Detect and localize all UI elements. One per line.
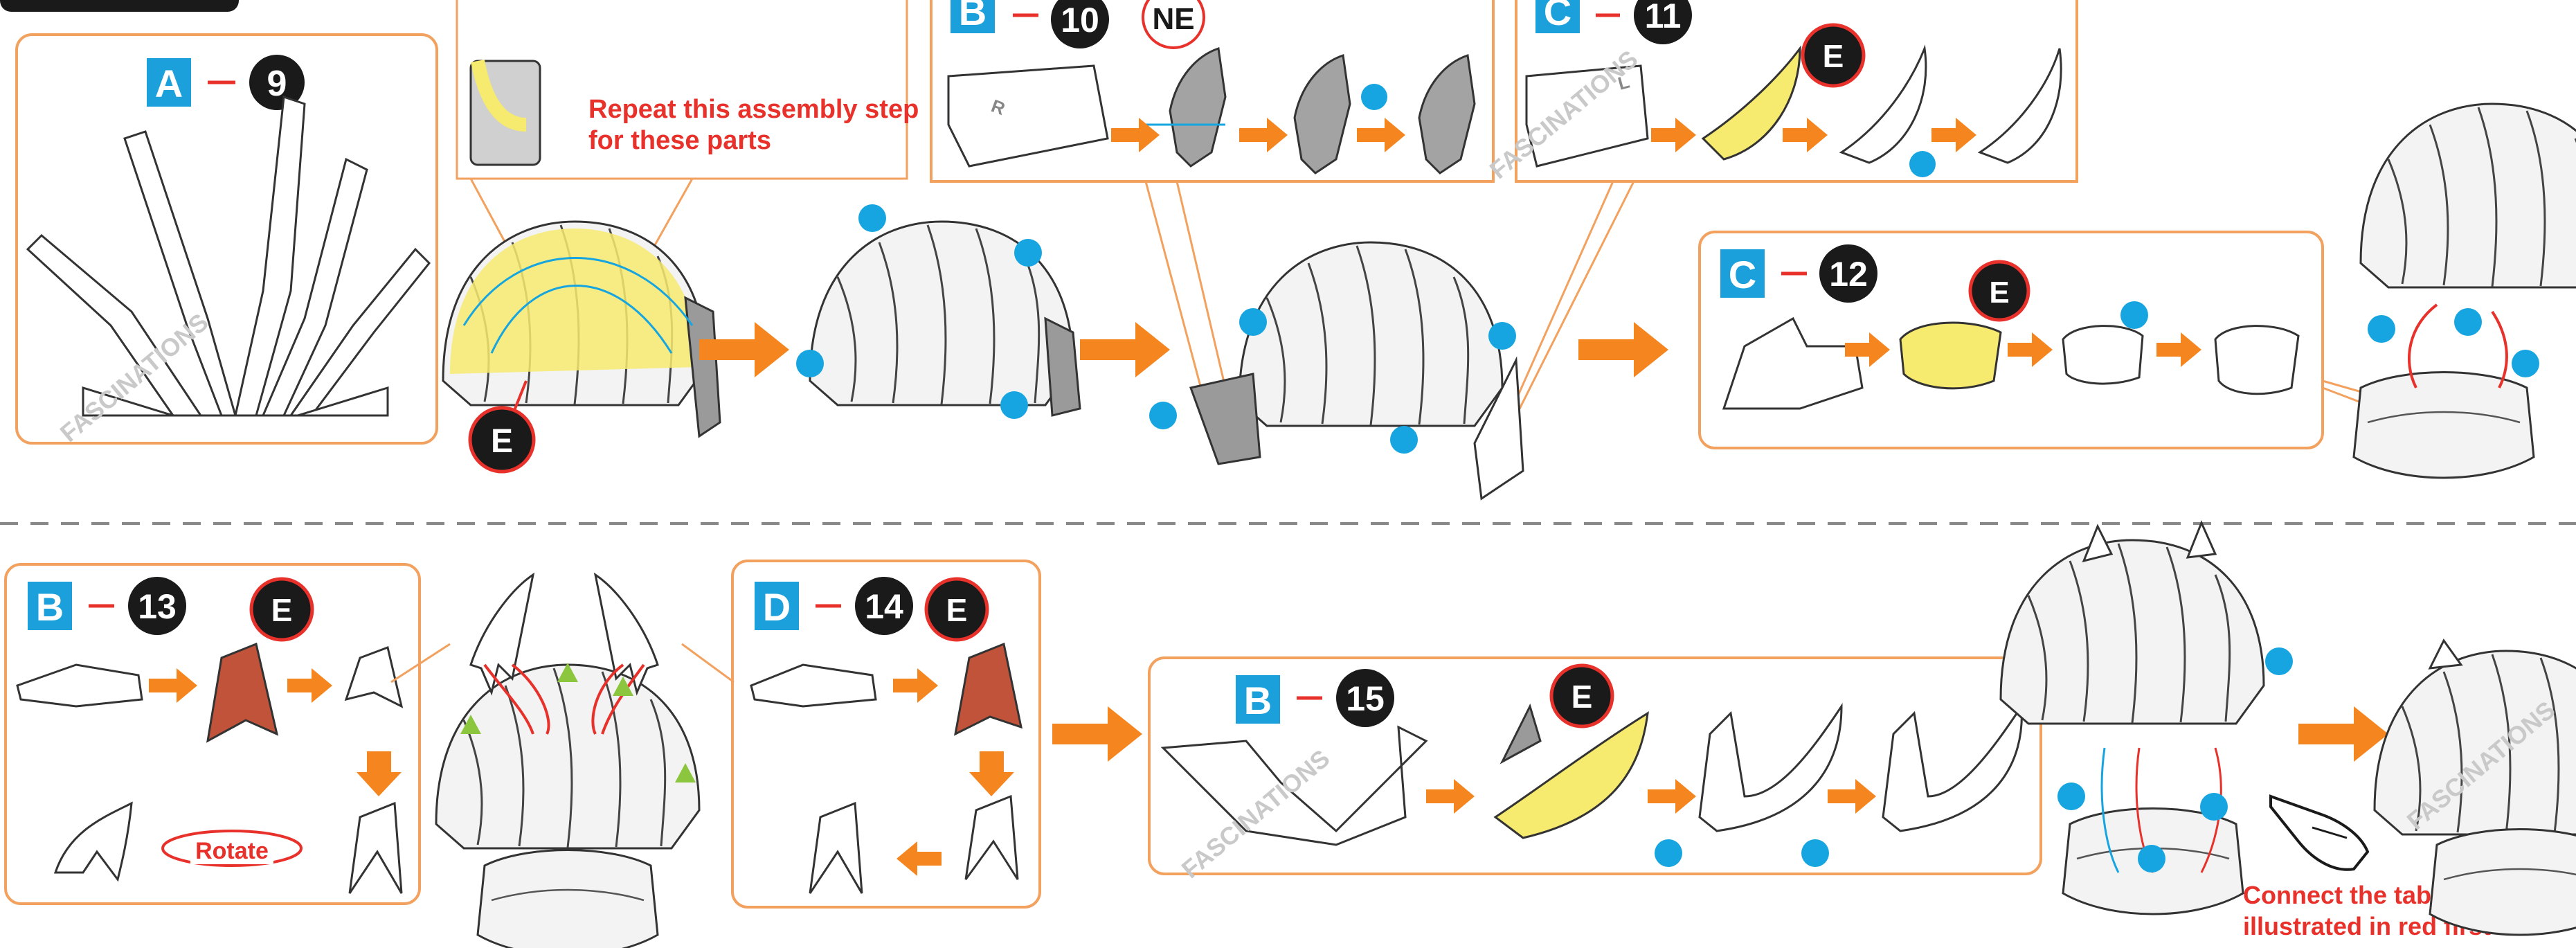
completed-helmet: FASCINATIONS <box>2373 638 2576 936</box>
blue-dot-marker <box>2265 647 2293 675</box>
step-number: 11 <box>1645 0 1682 35</box>
ne-label: NE <box>1152 2 1194 36</box>
connect-note-line-1: Connect the tabs <box>2243 881 2445 909</box>
svg-text:E: E <box>1823 38 1844 74</box>
step-number: 13 <box>138 587 177 626</box>
step-b10-panel: B 10 NE R <box>930 0 1495 402</box>
blue-dot-marker <box>2200 793 2228 821</box>
glue-e-icon: E <box>468 380 536 474</box>
step-number: 12 <box>1829 255 1868 294</box>
rotate-arrow-icon: Rotate <box>161 830 303 867</box>
repeat-note-line-2: for these parts <box>588 126 771 155</box>
step-number: 14 <box>865 587 903 626</box>
glue-e-icon: E <box>1549 663 1614 728</box>
step-letter: B <box>36 585 64 629</box>
blue-dot-marker <box>2138 845 2165 873</box>
helmet-with-side-pieces <box>1149 241 1524 501</box>
next-arrow <box>1578 322 1668 377</box>
glue-e-icon: E <box>1968 260 2030 322</box>
glue-e-icon: E <box>924 577 989 642</box>
green-triangle-marker <box>460 715 481 734</box>
step-letter: D <box>763 585 791 629</box>
step-number-badge <box>249 55 305 110</box>
step-letter: B <box>959 0 987 33</box>
svg-text:L: L <box>1616 71 1632 94</box>
glue-e-icon: E <box>249 577 314 642</box>
blue-dot-marker <box>1149 402 1177 429</box>
next-arrow <box>1052 706 1142 762</box>
svg-text:E: E <box>946 592 968 628</box>
repeat-note-panel: Repeat this assembly step for these part… <box>456 0 919 278</box>
blue-dot-marker <box>2454 308 2482 336</box>
glued-helmet-assembly: E <box>442 220 721 474</box>
blue-dot-marker <box>858 204 886 232</box>
pointing-hand-icon <box>2269 794 2370 871</box>
blue-dot-marker <box>1488 322 1516 350</box>
step-c11-panel: C 11 L FASCINATIONS E <box>1484 0 2078 444</box>
svg-text:E: E <box>1571 679 1593 715</box>
blue-dot-marker <box>2368 315 2395 343</box>
step-a9-panel: A 9 FASCINATIONS <box>15 33 438 447</box>
svg-text:E: E <box>491 423 513 460</box>
step-c12-panel: C 12 E <box>1698 231 2396 449</box>
step-letter: C <box>1729 253 1756 296</box>
next-arrow <box>2298 706 2388 762</box>
blue-dot-marker <box>796 350 824 377</box>
blue-dot-marker <box>1239 308 1267 336</box>
blue-dot-marker <box>1801 839 1829 867</box>
helmet-tabbed <box>796 204 1081 419</box>
step-letter-badge <box>147 58 191 107</box>
green-triangle-marker <box>557 663 578 682</box>
helmet-mask-attach <box>2352 102 2576 479</box>
svg-text:E: E <box>1989 276 2009 310</box>
step-number: 15 <box>1346 679 1385 718</box>
step-letter: B <box>1244 679 1272 722</box>
blue-dot-marker <box>1655 839 1682 867</box>
green-triangle-marker <box>613 677 633 696</box>
blue-dot-marker <box>1014 239 1042 267</box>
blue-dot-marker <box>1000 391 1028 419</box>
blue-dot-marker <box>2057 782 2085 810</box>
header-tab <box>0 0 239 12</box>
blue-dot-marker <box>2512 350 2539 377</box>
step-letter: C <box>1544 0 1571 33</box>
step-d14-panel: D 14 E <box>681 560 1041 909</box>
helmet-with-ears <box>435 573 701 948</box>
rotate-label: Rotate <box>195 838 269 864</box>
flat-part-pattern <box>26 95 431 417</box>
svg-text:E: E <box>271 592 293 628</box>
step-letter: A <box>155 62 183 105</box>
blue-dot-marker <box>1390 426 1418 454</box>
next-arrow <box>699 322 789 377</box>
repeat-note-line-1: Repeat this assembly step <box>588 95 919 124</box>
step-b15-panel: B 15 FASCINATIONS E <box>1148 656 2042 884</box>
green-triangle-marker <box>675 763 696 782</box>
next-arrow <box>1080 322 1170 377</box>
glue-e-icon: E <box>1801 23 1866 88</box>
step-b13-panel: B 13 E Rotate <box>4 563 451 905</box>
step-number: 10 <box>1061 1 1099 39</box>
